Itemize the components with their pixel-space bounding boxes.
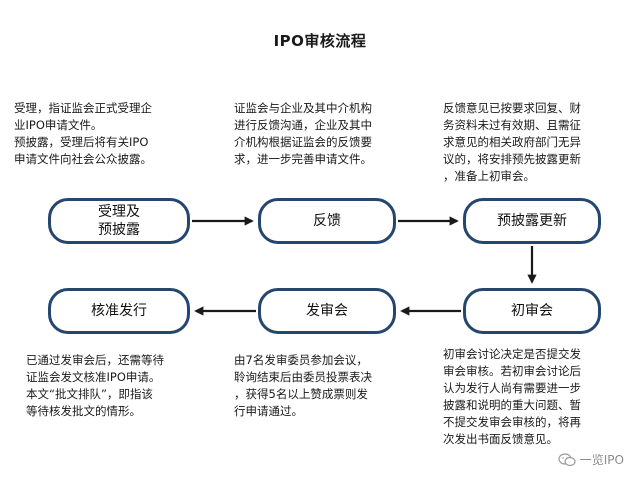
watermark: 一览IPO <box>558 451 624 468</box>
diagram-title: IPO审核流程 <box>273 32 367 50</box>
node-accept: 受理及 预披露 <box>48 198 190 244</box>
desc-predisclose: 反馈意见已按要求回复、财 务资料未过有效期、且需征 求意见的相关政府部门无异 议… <box>443 101 581 183</box>
node-committee: 发审会 <box>258 288 396 334</box>
node-approval: 核准发行 <box>48 288 190 334</box>
desc-committee: 由7名发审委员参加会议， 聆询结束后由委员投票表决 ，获得5名以上赞成票则发 行… <box>234 353 372 418</box>
wechat-icon <box>558 452 576 466</box>
desc-accept: 受理，指证监会正式受理企 业IPO申请文件。 预披露，受理后将有关IPO 申请文… <box>14 101 152 166</box>
node-predisclose: 预披露更新 <box>463 198 601 244</box>
watermark-text: 一览IPO <box>579 453 624 467</box>
desc-approval: 已通过发审会后，还需等待 证监会发文核准IPO申请。 本文“批文排队”，即指该 … <box>26 353 164 418</box>
node-first-review: 初审会 <box>463 288 601 334</box>
node-feedback: 反馈 <box>258 198 396 244</box>
desc-first-review: 初审会讨论决定是否提交发 审会审核。若初审会讨论后 认为发行人尚有需要进一步 披… <box>443 347 581 446</box>
desc-feedback: 证监会与企业及其中介机构 进行反馈沟通，企业及其中 介机构根据证监会的反馈要 求… <box>234 101 372 166</box>
